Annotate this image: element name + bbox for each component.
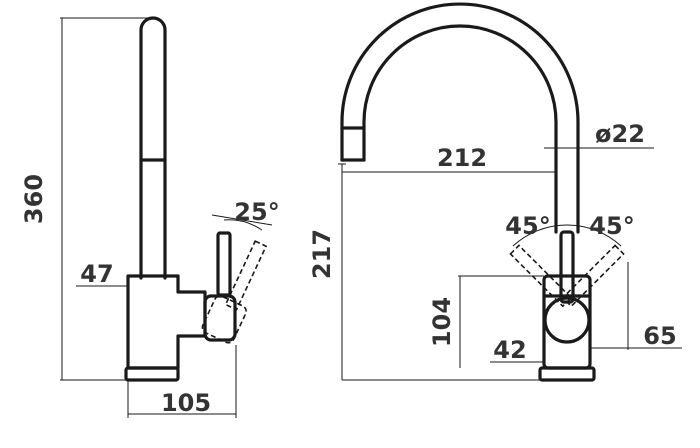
side-lever-tilted: [201, 240, 268, 344]
front-lever-offset-label: 65: [643, 322, 676, 350]
side-mixer-body: [126, 274, 207, 370]
front-body-height-label: 104: [428, 297, 456, 347]
dim-25-arc: [223, 219, 263, 231]
side-lever-angle-label: 25°: [234, 198, 279, 226]
front-base-plate: [538, 366, 596, 382]
side-spout-tube: [139, 16, 167, 280]
front-spout-reach-label: 212: [437, 144, 487, 172]
front-spout-inner: [362, 24, 558, 234]
front-lever-angle-left-label: 45°: [505, 212, 550, 240]
side-lever: [216, 231, 232, 297]
front-spout-diameter-label: ø22: [595, 120, 645, 148]
side-base-width-label: 105: [161, 389, 211, 417]
front-lever-angle-right-label: 45°: [589, 212, 634, 240]
side-height-label: 360: [20, 174, 48, 224]
side-base-plate: [124, 366, 180, 382]
side-view: 360 47 105 25°: [20, 16, 280, 418]
front-spout-outer: [340, 2, 580, 234]
front-lever-tilt-right: [561, 244, 625, 308]
side-body-offset-label: 47: [80, 260, 113, 288]
dim-25-leader: [211, 214, 273, 226]
front-handle-disc: [543, 296, 591, 344]
side-handle-block: [203, 294, 237, 342]
front-body-width-label: 42: [493, 336, 526, 364]
dim-45-arc: [512, 224, 622, 247]
front-mixer-body: [542, 274, 592, 370]
front-lever: [559, 230, 575, 304]
front-view: 212 ø22 217 104 42 65 45° 45°: [308, 2, 682, 382]
front-spout-height-label: 217: [308, 229, 336, 279]
